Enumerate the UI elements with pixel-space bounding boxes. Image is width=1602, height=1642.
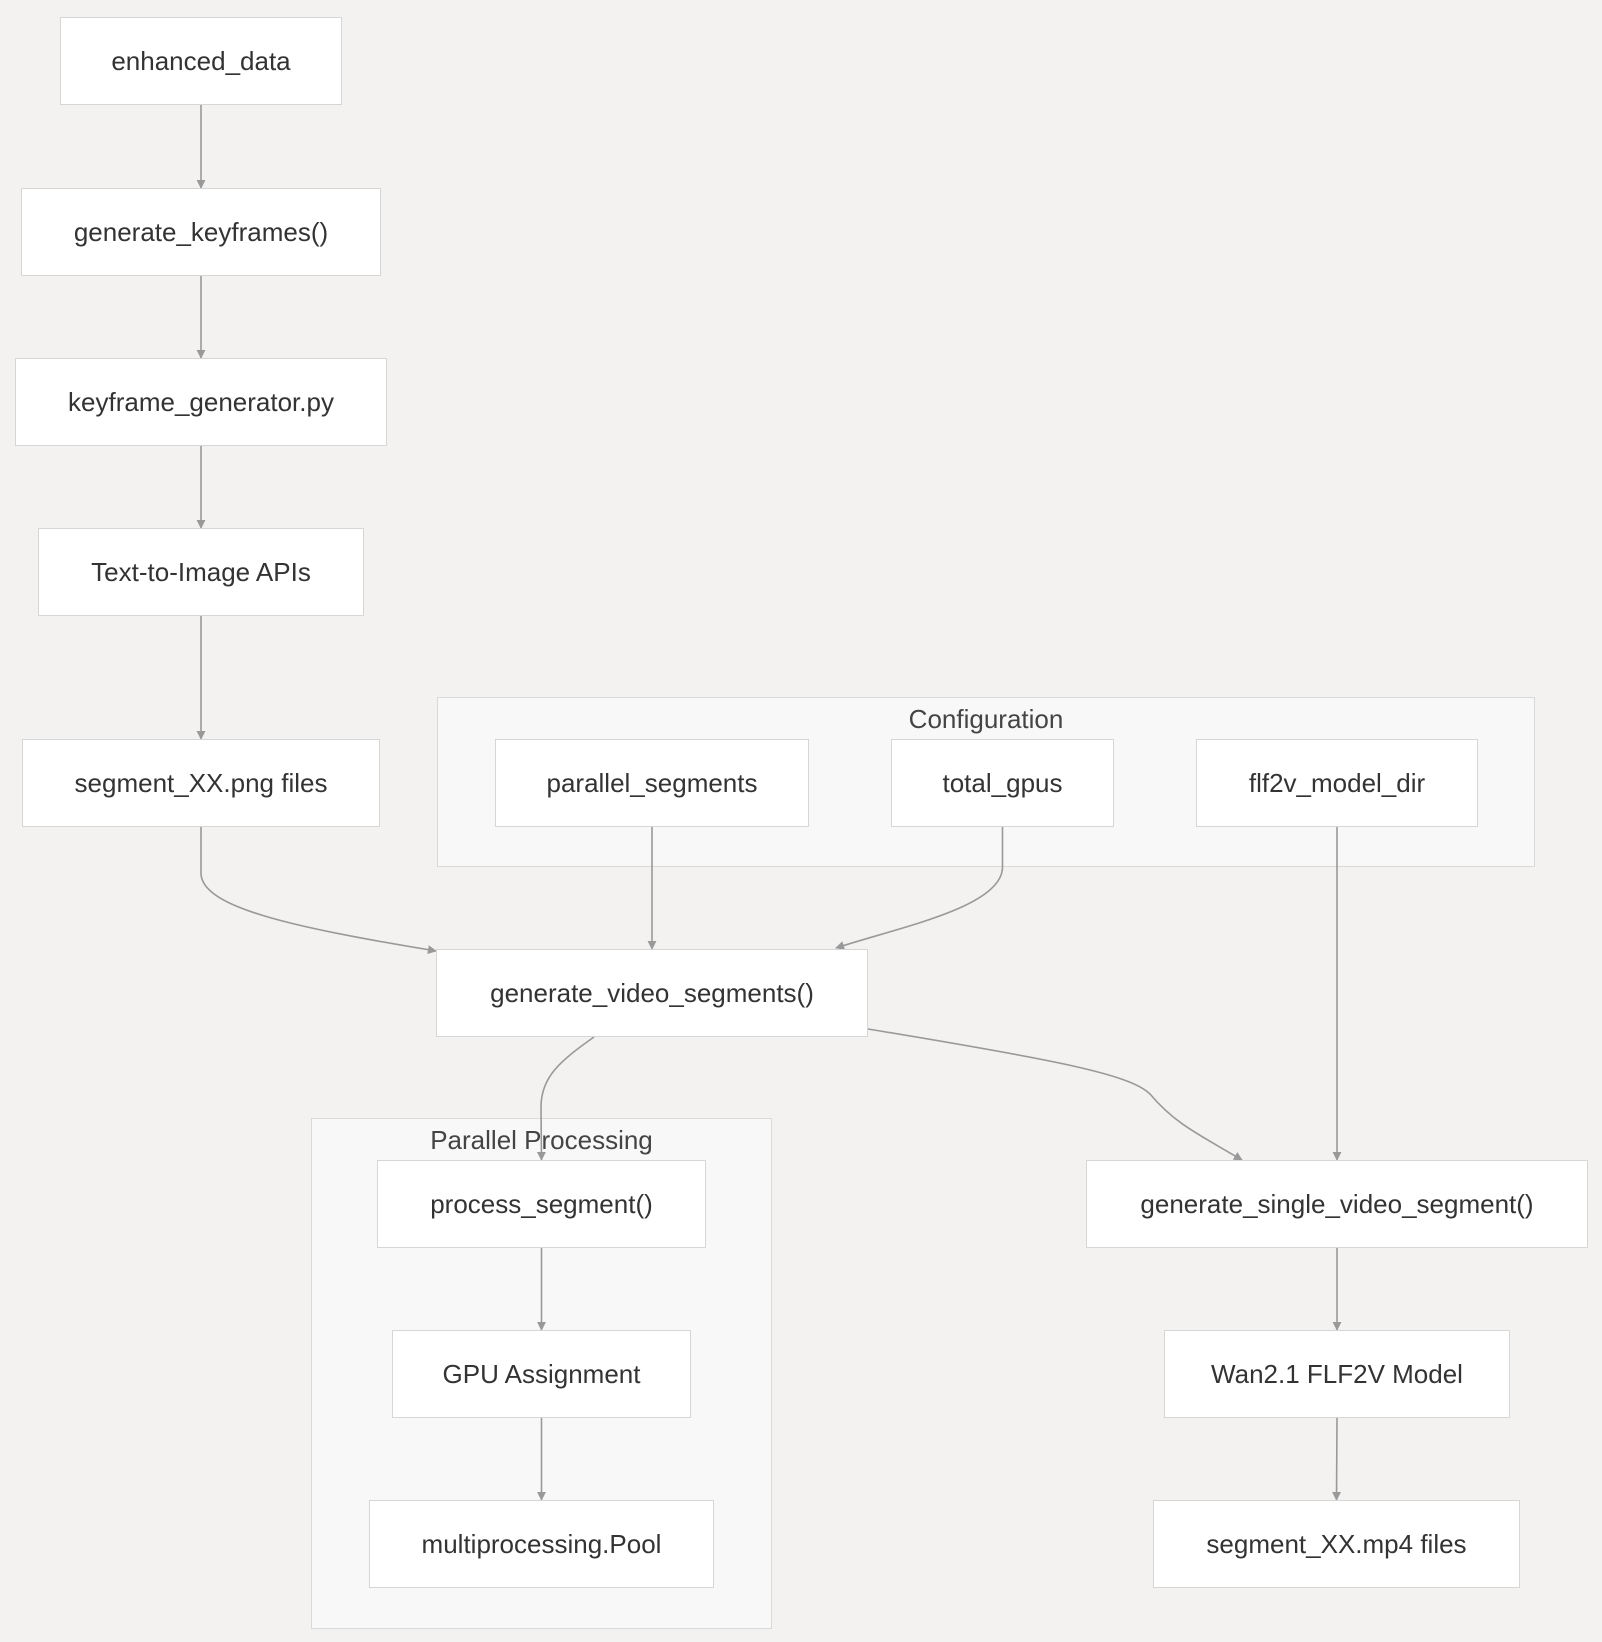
node-process-segment[interactable]: process_segment() — [377, 1160, 706, 1248]
node-text-to-image-apis[interactable]: Text-to-Image APIs — [38, 528, 364, 616]
node-segment-mp4-files[interactable]: segment_XX.mp4 files — [1153, 1500, 1520, 1588]
node-total-gpus[interactable]: total_gpus — [891, 739, 1114, 827]
node-segment-png-files[interactable]: segment_XX.png files — [22, 739, 380, 827]
node-generate-keyframes[interactable]: generate_keyframes() — [21, 188, 381, 276]
group-label-configuration: Configuration — [908, 704, 1064, 734]
edge-total-gpus-to-generate-video-segments — [835, 827, 1004, 950]
node-flf2v-model-dir[interactable]: flf2v_model_dir — [1196, 739, 1478, 827]
edge-generate-video-segments-to-process-segment — [536, 1036, 595, 1161]
edge-wan-model-to-segment-mp4 — [1332, 1417, 1342, 1501]
node-generate-single-video-segment[interactable]: generate_single_video_segment() — [1086, 1160, 1588, 1248]
node-gpu-assignment[interactable]: GPU Assignment — [392, 1330, 691, 1418]
edge-generate-video-segments-to-generate-single-video-segment — [867, 1028, 1243, 1161]
node-wan-flf2v-model[interactable]: Wan2.1 FLF2V Model — [1164, 1330, 1510, 1418]
node-multiprocessing-pool[interactable]: multiprocessing.Pool — [369, 1500, 714, 1588]
node-parallel-segments[interactable]: parallel_segments — [495, 739, 809, 827]
node-enhanced-data[interactable]: enhanced_data — [60, 17, 342, 105]
node-generate-video-segments[interactable]: generate_video_segments() — [436, 949, 868, 1037]
edge-segment-png-to-generate-video-segments — [200, 827, 437, 955]
node-keyframe-generator[interactable]: keyframe_generator.py — [15, 358, 387, 446]
